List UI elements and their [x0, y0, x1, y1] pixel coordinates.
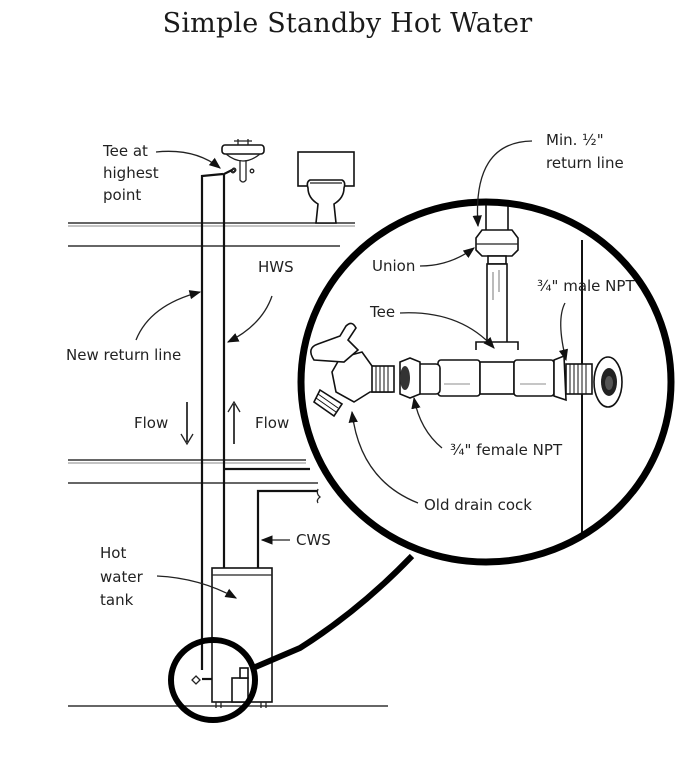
label-tee: Tee	[369, 303, 395, 321]
svg-text:water: water	[100, 568, 144, 586]
label-hws: HWS	[258, 258, 294, 276]
drain-cock-valve-icon	[310, 322, 395, 418]
female-npt-union-detail	[399, 357, 441, 399]
male-npt-threads-detail	[553, 354, 593, 402]
label-old-drain-cock: Old drain cock	[424, 496, 532, 514]
tank-drain-opening-icon	[593, 356, 623, 408]
label-hot-water-tank: Hot water tank	[100, 544, 144, 609]
label-flow-down: Flow	[134, 414, 168, 432]
svg-text:Tee at: Tee at	[102, 142, 148, 160]
label-cws: CWS	[296, 531, 331, 549]
sink-icon	[221, 139, 265, 183]
label-flow-up: Flow	[255, 414, 289, 432]
leader-hws	[226, 295, 273, 343]
label-min-return-line: Min. ½" return line	[546, 131, 624, 172]
svg-text:Hot: Hot	[100, 544, 126, 562]
leader-new-return-line	[135, 290, 202, 341]
toilet-icon	[297, 151, 355, 224]
leader-tee-at-highest-point	[155, 150, 221, 169]
label-union: Union	[372, 257, 415, 275]
svg-text:return line: return line	[546, 154, 624, 172]
svg-text:Min. ½": Min. ½"	[546, 131, 604, 149]
label-male-npt: ¾" male NPT	[537, 277, 635, 295]
leader-hot-water-tank	[156, 575, 238, 599]
leader-min-return-line	[472, 140, 533, 228]
detail-view	[310, 202, 623, 560]
leader-female-npt	[411, 396, 443, 449]
upper-floor	[68, 222, 355, 247]
detail-callout-small-circle	[168, 637, 258, 723]
label-new-return-line: New return line	[66, 346, 181, 364]
cws-pipe	[224, 467, 322, 570]
label-female-npt: ¾" female NPT	[450, 441, 563, 459]
leader-old-drain-cock	[348, 410, 419, 504]
diagram-title: Simple Standby Hot Water	[162, 8, 533, 39]
callout-connector	[251, 553, 415, 671]
svg-text:tank: tank	[100, 591, 134, 609]
arrow-down-icon	[180, 402, 194, 446]
leader-union	[419, 247, 475, 267]
label-tee-at-highest-point: Tee at highest point	[102, 142, 159, 204]
svg-text:highest: highest	[103, 164, 159, 182]
middle-floor	[68, 459, 318, 484]
new-return-line-pipe	[200, 172, 224, 670]
leader-male-npt	[558, 302, 568, 362]
detail-callout-large-circle	[297, 198, 675, 566]
svg-text:point: point	[103, 186, 141, 204]
arrow-up-icon	[227, 400, 241, 444]
hws-pipe	[222, 167, 237, 570]
leader-tee	[399, 312, 495, 349]
